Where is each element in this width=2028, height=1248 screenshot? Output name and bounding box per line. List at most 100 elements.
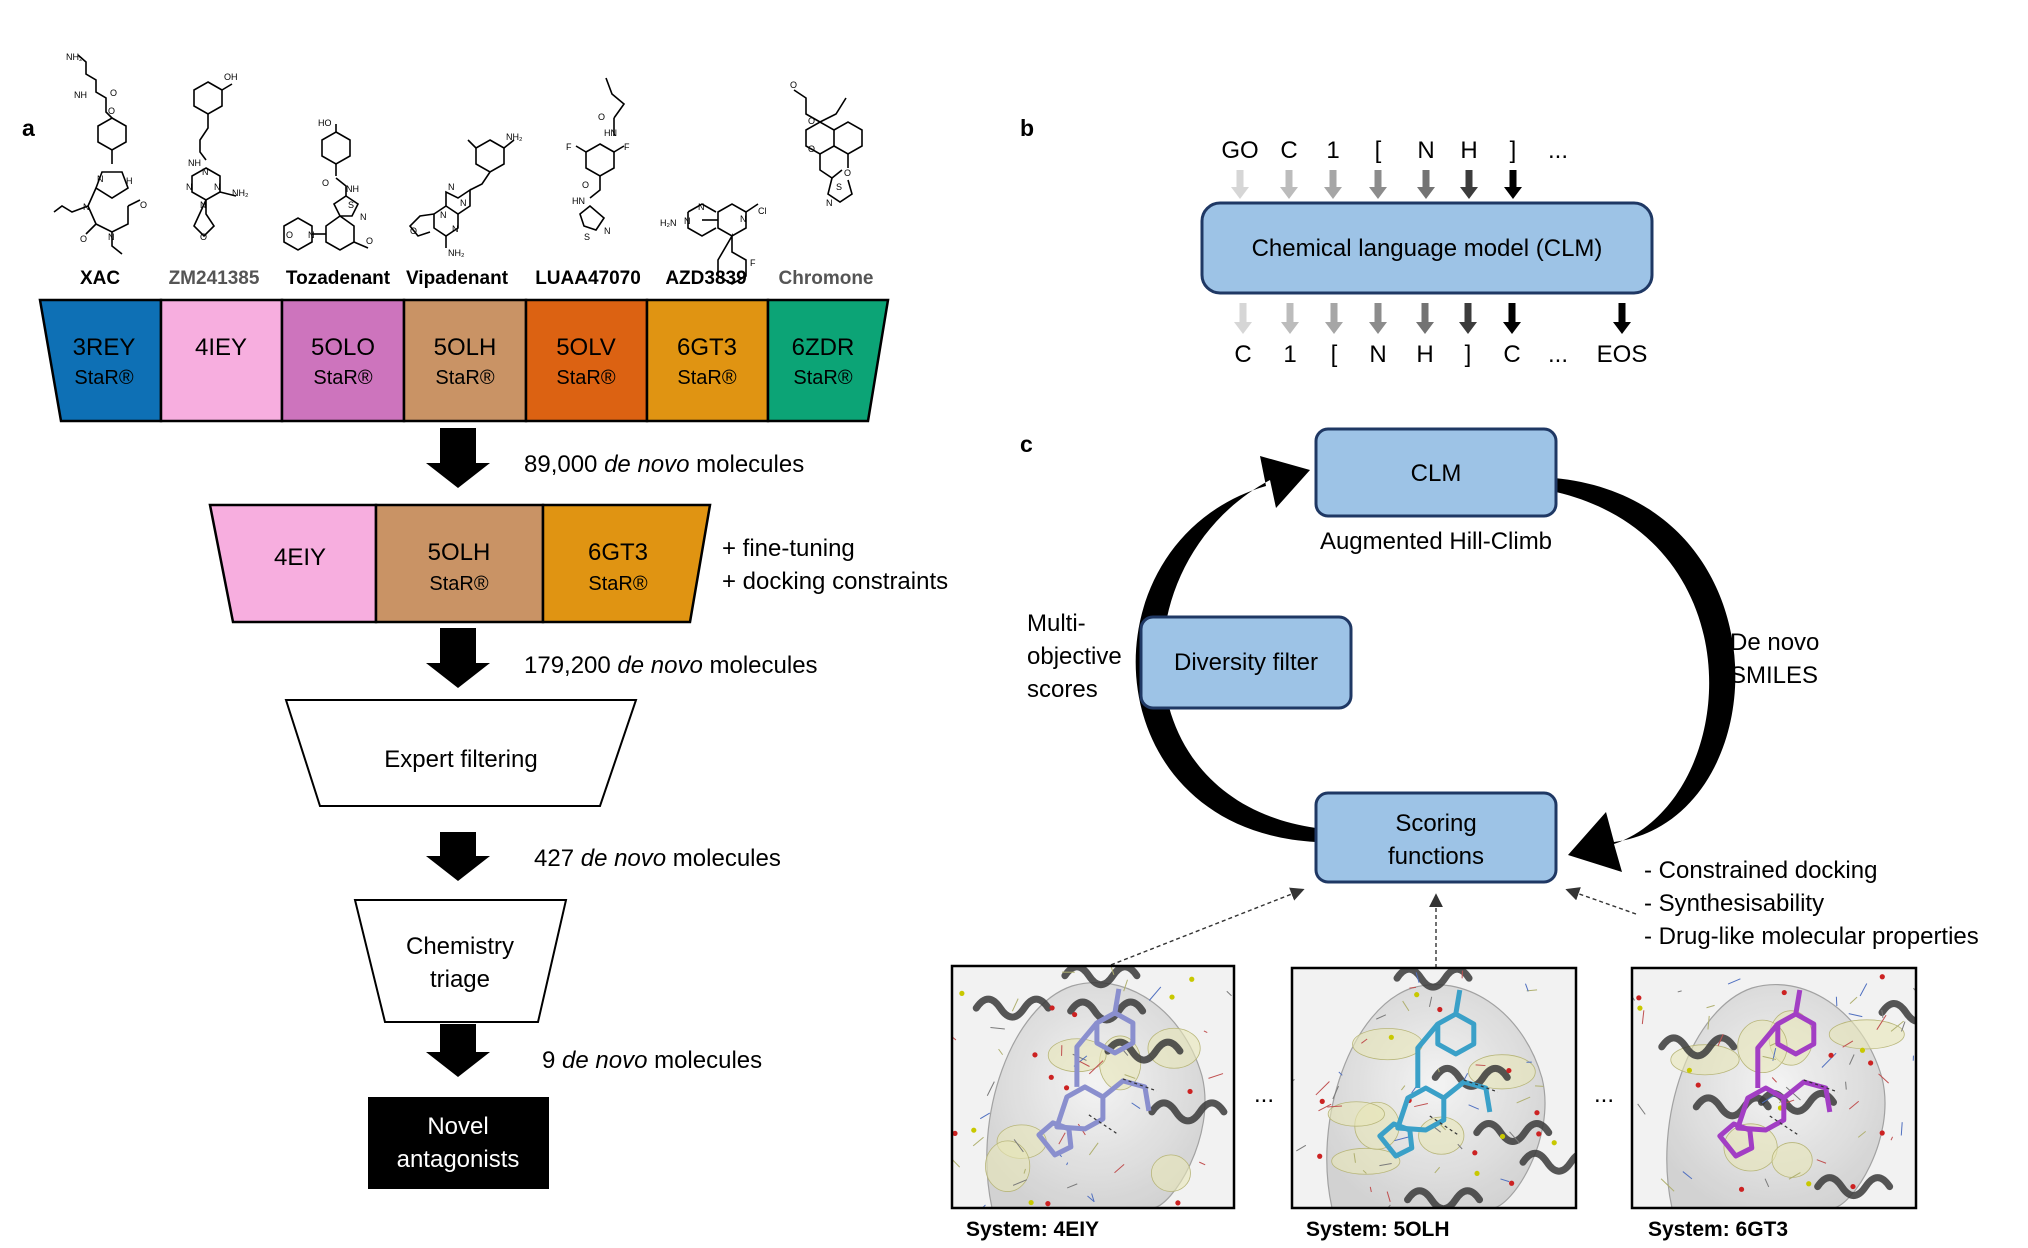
structure-cell-4iey <box>159 298 284 423</box>
output-token-arrow <box>1416 303 1434 334</box>
panel-label-c: c <box>1020 431 1033 457</box>
toza-atom-3: O <box>322 178 329 188</box>
input-token-arrow <box>1369 170 1387 199</box>
azd-atom-2: Cl <box>758 206 767 216</box>
input-token: H <box>1460 137 1477 164</box>
luaa-atom-4: F <box>624 142 630 152</box>
molecule-names: XAC ZM241385 Tozadenant Vipadenant LUAA4… <box>80 268 874 289</box>
chromone-atom-5: S <box>836 182 842 192</box>
structure-code-5olv: 5OLV <box>556 334 616 361</box>
input-token: C <box>1280 137 1297 164</box>
flow-arrows-a <box>426 428 490 1077</box>
luaa-atom-2: HN <box>604 128 617 138</box>
input-token-arrow <box>1417 170 1435 199</box>
de-novo-smiles-line1: De novo <box>1730 629 1819 656</box>
luaa-atom-5: O <box>582 180 589 190</box>
vipadenant-structure: NH₂ N N N N O NH₂ <box>408 132 523 258</box>
vipa-atom-7: NH₂ <box>448 248 465 258</box>
docking-snapshot <box>950 964 1236 1210</box>
input-token: ... <box>1548 137 1568 164</box>
selected-tag-5olh: StaR® <box>429 573 488 595</box>
azd3839-structure: N Cl N N H₂N F <box>660 202 767 285</box>
output-token-arrows <box>1234 303 1631 334</box>
luaa-atom-1: O <box>598 112 605 122</box>
azd-atom-5: H₂N <box>660 218 677 228</box>
panel-label-a: a <box>22 115 35 141</box>
docking-constraints-note: + docking constraints <box>722 568 948 595</box>
toza-atom-4: S <box>348 200 354 210</box>
structure-tag-6gt3: StaR® <box>677 367 736 389</box>
structure-tag-5olo: StaR® <box>313 367 372 389</box>
connector-6gt3 <box>1565 887 1637 915</box>
docking-snapshot <box>1630 966 1918 1210</box>
docking-connectors <box>1097 887 1637 971</box>
selected-structure-funnel <box>208 503 712 624</box>
input-token-arrow <box>1324 170 1342 199</box>
output-token: EOS <box>1597 341 1648 368</box>
output-token: C <box>1234 341 1251 368</box>
down-arrow-4 <box>426 1024 490 1077</box>
azd-atom-1: N <box>740 214 747 224</box>
output-token-arrow <box>1234 303 1252 334</box>
zm-atom-5: N <box>214 182 221 192</box>
multi-objective-line1: Multi- <box>1027 610 1086 637</box>
xac-atom-10: O <box>80 234 87 244</box>
xac-atom-3: O <box>110 88 117 98</box>
chromone-structure: O O O O S N <box>790 80 863 208</box>
input-token-arrow <box>1460 170 1478 199</box>
output-token-arrow <box>1459 303 1477 334</box>
novel-antagonists-line2: antagonists <box>397 1146 520 1173</box>
output-token-arrow <box>1325 303 1343 334</box>
structure-cell-6zdr <box>766 298 890 423</box>
structure-tag-5olh: StaR® <box>435 367 494 389</box>
system-label-5olh: System: 5OLH <box>1306 1218 1450 1241</box>
zm-atom-7: NH₂ <box>232 188 249 198</box>
toza-atom-6: N <box>308 230 315 240</box>
vipa-atom-2: N <box>448 182 455 192</box>
scoring-bullet-druglike: - Drug-like molecular properties <box>1644 923 1979 950</box>
zm-atom-2: NH <box>188 158 201 168</box>
step1-count: 89,000 de novo molecules <box>524 451 804 478</box>
selected-code-5olh: 5OLH <box>428 539 491 566</box>
luaa-atom-3: F <box>566 142 572 152</box>
output-token: C <box>1503 341 1520 368</box>
vipa-atom-4: N <box>440 210 447 220</box>
xac-atom-5: N <box>97 174 104 184</box>
molecule-name-zm241385: ZM241385 <box>169 268 260 289</box>
structure-cell-5olo <box>280 298 406 423</box>
xac-atom-4: O <box>108 106 115 116</box>
xac-atom-7: N <box>108 232 115 242</box>
panel-label-b: b <box>1020 115 1034 141</box>
step4-count: 9 de novo molecules <box>542 1047 762 1074</box>
molecule-name-vipadenant: Vipadenant <box>406 268 509 289</box>
structure-tag-5olv: StaR® <box>556 367 615 389</box>
xac-atom-1: NH₂ <box>66 52 83 62</box>
input-token: N <box>1417 137 1434 164</box>
scoring-bullet-synthesisability: - Synthesisability <box>1644 890 1824 917</box>
system-label-4eiy: System: 4EIY <box>966 1218 1099 1241</box>
chromone-atom-6: N <box>826 198 833 208</box>
selected-cell-5olh <box>374 503 545 624</box>
output-token-arrow <box>1281 303 1299 334</box>
selected-cell-6gt3 <box>541 503 712 624</box>
azd-atom-6: F <box>750 258 756 268</box>
chromone-atom-1: O <box>790 80 797 90</box>
luaa-atom-6: HN <box>572 196 585 206</box>
xac-structure: NH₂ NH O O N N N H O O <box>53 52 147 255</box>
chromone-atom-4: O <box>844 168 851 178</box>
structure-cell-5olv <box>524 298 649 423</box>
toza-atom-7: O <box>286 230 293 240</box>
molecule-name-azd3839: AZD3839 <box>665 268 746 289</box>
input-token-arrow <box>1504 170 1522 199</box>
augmented-hill-climb-label: Augmented Hill-Climb <box>1320 528 1552 555</box>
de-novo-smiles-line2: SMILES <box>1730 662 1818 689</box>
input-token: ] <box>1510 137 1517 164</box>
ellipsis-1: ... <box>1254 1081 1274 1108</box>
xac-atom-2: NH <box>74 90 87 100</box>
molecule-name-chromone: Chromone <box>779 268 874 289</box>
input-token: [ <box>1375 137 1382 164</box>
zm-atom-8: O <box>200 232 207 242</box>
row1-labels: 3REY StaR® 4IEY 5OLO StaR® 5OLH StaR® 5O… <box>73 334 855 389</box>
